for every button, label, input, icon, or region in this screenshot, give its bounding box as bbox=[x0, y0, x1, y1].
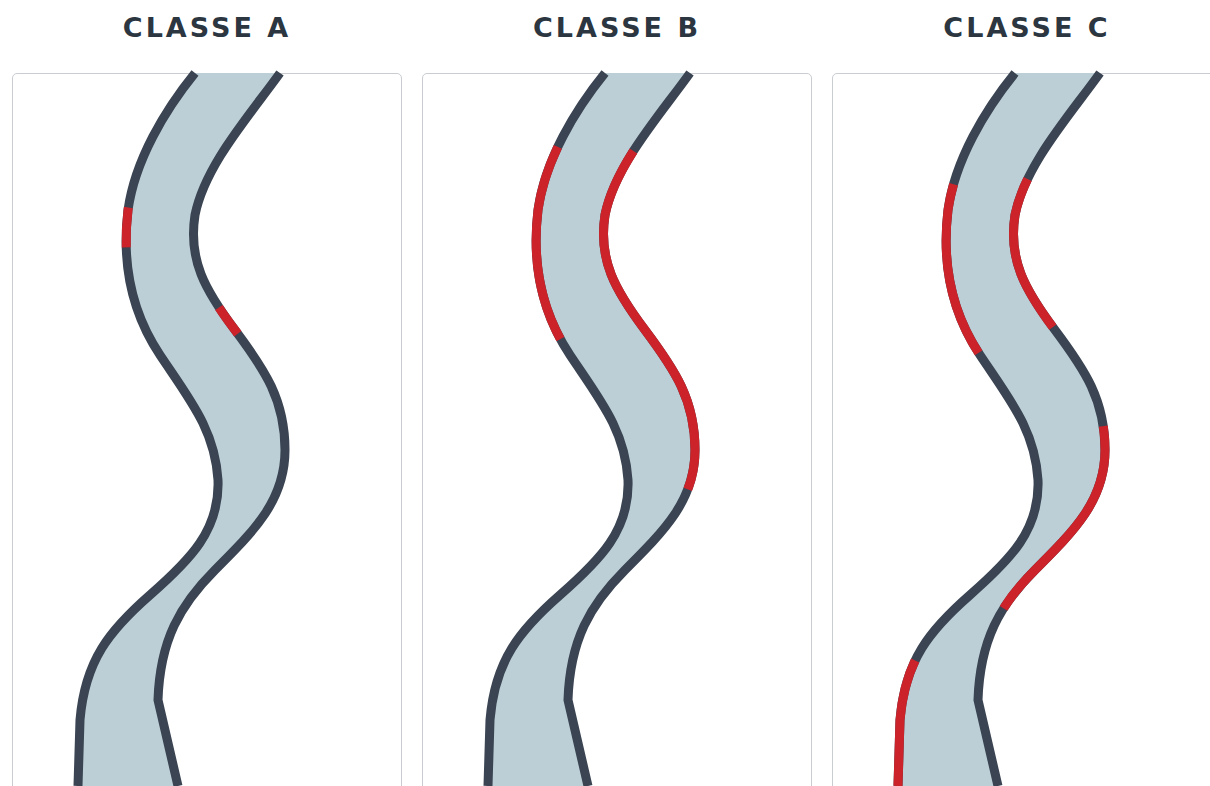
panel-frame bbox=[12, 73, 402, 786]
water bbox=[898, 73, 1105, 786]
panel-title: CLASSE C bbox=[832, 8, 1210, 48]
bank bbox=[978, 73, 1105, 786]
panel-title: CLASSE A bbox=[12, 8, 402, 48]
river-b bbox=[488, 73, 695, 786]
water bbox=[488, 73, 695, 786]
panel-node: CLASSE B bbox=[422, 0, 812, 786]
panel-frame bbox=[832, 73, 1210, 786]
red-segment bbox=[568, 73, 695, 786]
bank bbox=[78, 73, 218, 786]
bank bbox=[488, 73, 628, 786]
water bbox=[78, 73, 285, 786]
red-segment bbox=[978, 73, 1105, 786]
bank bbox=[158, 73, 285, 786]
bank bbox=[568, 73, 695, 786]
red-segment bbox=[488, 73, 628, 786]
panel-frame bbox=[422, 73, 812, 786]
panel-node: CLASSE C bbox=[832, 0, 1210, 786]
river-a bbox=[78, 73, 285, 786]
red-segment bbox=[78, 73, 218, 786]
river-c bbox=[898, 73, 1105, 786]
red-segment bbox=[898, 73, 1038, 786]
panel-title: CLASSE B bbox=[422, 8, 812, 48]
panel-node: CLASSE A bbox=[12, 0, 402, 786]
red-segment bbox=[158, 73, 285, 786]
bank bbox=[898, 73, 1038, 786]
